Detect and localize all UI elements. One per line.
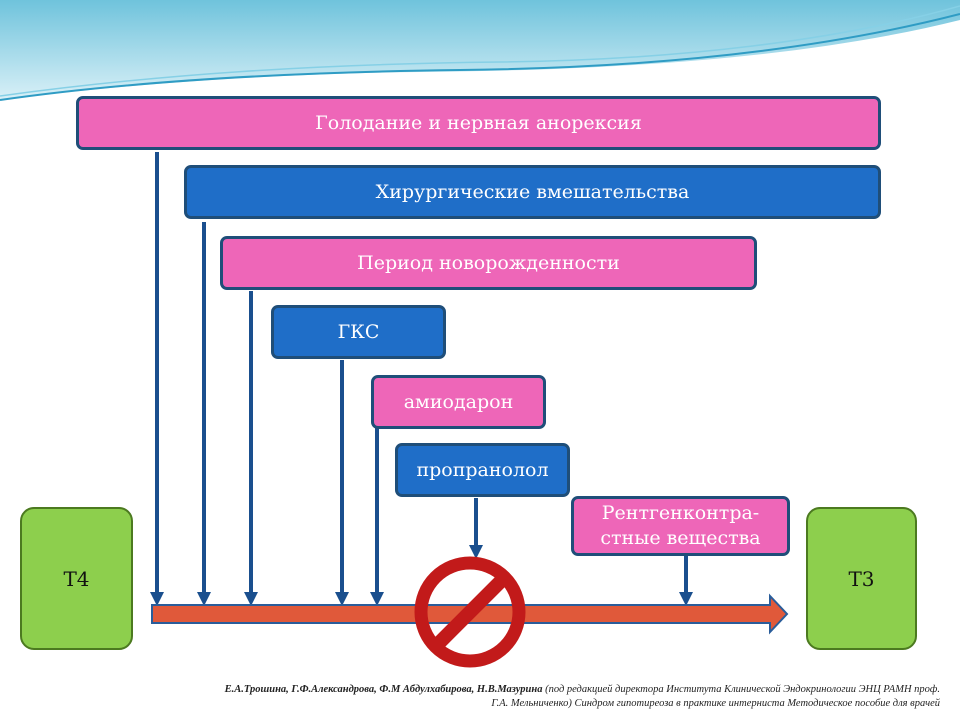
- citation-line2: Г.А. Мельниченко) Синдром гипотиреоза в …: [491, 698, 940, 709]
- end-right-t3: Т3: [806, 507, 917, 650]
- box-surgery: Хирургические вмешательства: [184, 165, 881, 219]
- box-amiodarone: амиодарон: [371, 375, 546, 429]
- box-newborn: Период новорожденности: [220, 236, 757, 290]
- citation-line1: (под редакцией директора Института Клини…: [542, 684, 940, 695]
- box-contrast: Рентгенконтра-стные вещества: [571, 496, 790, 556]
- citation-authors: Е.А.Трошина, Г.Ф.Александрова, Ф.М Абдул…: [224, 684, 543, 695]
- box-starvation: Голодание и нервная анорексия: [76, 96, 881, 150]
- box-propranolol: пропранолол: [395, 443, 570, 497]
- prohibition-icon: [414, 556, 526, 668]
- box-gks: ГКС: [271, 305, 446, 359]
- end-left-t4: Т4: [20, 507, 133, 650]
- citation: Е.А.Трошина, Г.Ф.Александрова, Ф.М Абдул…: [20, 683, 940, 711]
